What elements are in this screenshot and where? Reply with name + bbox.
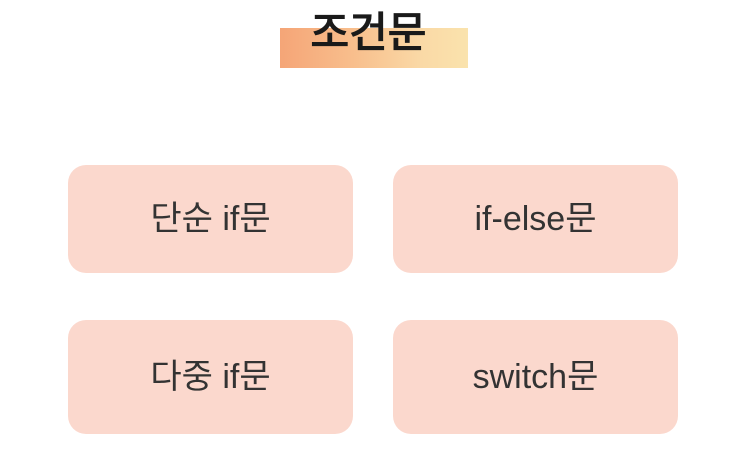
page-title: 조건문 [310,9,427,56]
card-multi-if[interactable]: 다중 if문 [68,320,353,434]
title-highlight-bar [280,28,468,68]
card-label: if-else문 [474,200,597,238]
card-simple-if[interactable]: 단순 if문 [68,165,353,273]
card-switch[interactable]: switch문 [393,320,678,434]
card-label: 단순 if문 [150,200,271,238]
card-label: 다중 if문 [150,358,271,396]
card-if-else[interactable]: if-else문 [393,165,678,273]
card-label: switch문 [472,358,599,396]
title-block: 조건문 [0,0,737,80]
